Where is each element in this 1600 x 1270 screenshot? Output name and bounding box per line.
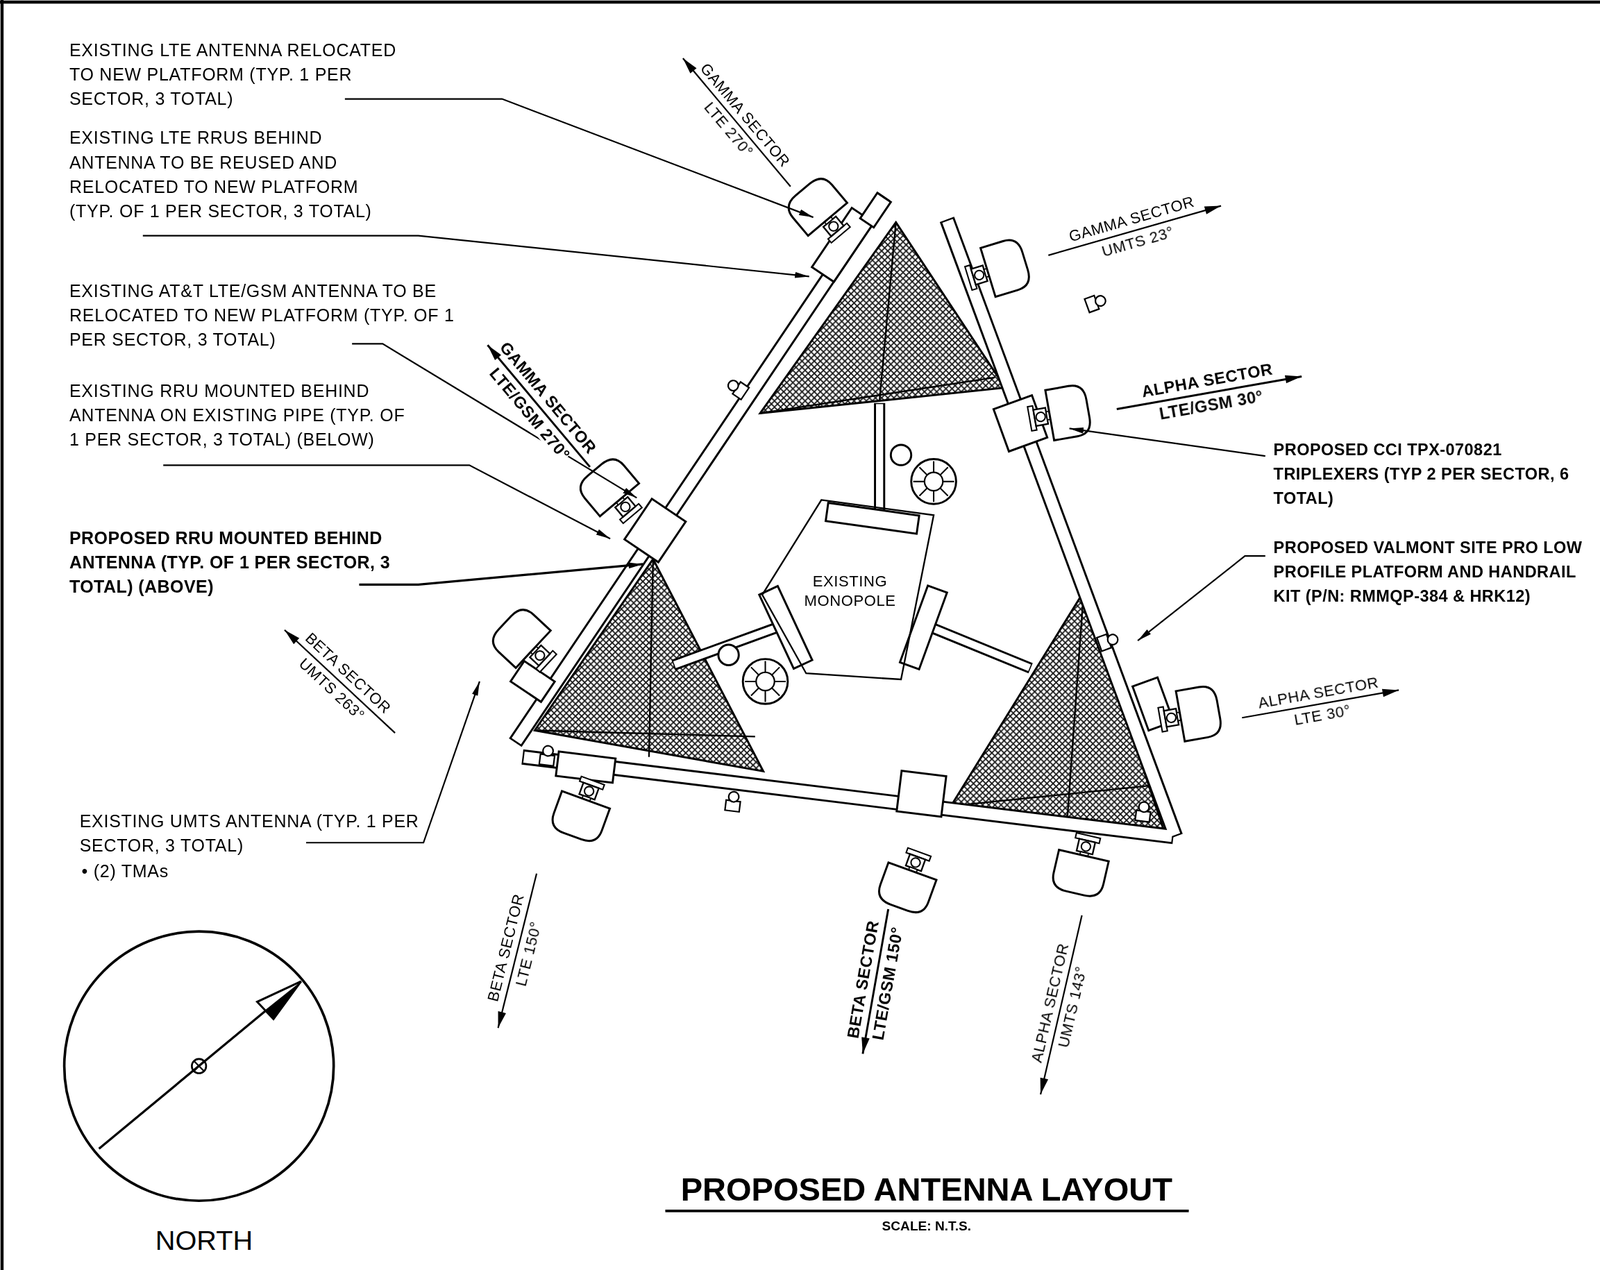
grating-panels <box>534 222 1164 829</box>
node-outline <box>760 497 940 684</box>
label-text: LTE 30° <box>1292 701 1353 729</box>
label-text: PROPOSED RRU MOUNTED BEHIND ANTENNA (TYP… <box>69 528 391 597</box>
antenna-symbols <box>487 173 1224 917</box>
label-text: • (2) TMAs <box>81 862 169 882</box>
label-text: EXISTING UMTS ANTENNA (TYP. 1 PER SECTOR… <box>79 812 420 856</box>
label-text: PROPOSED CCI TPX-070821 TRIPLEXERS (TYP … <box>1273 440 1570 508</box>
label-text: NORTH <box>155 1225 253 1257</box>
label-text: EXISTING RRU MOUNTED BEHIND ANTENNA ON E… <box>69 381 405 450</box>
label-text: EXISTING LTE RRUS BEHIND ANTENNA TO BE R… <box>69 128 373 222</box>
callout-note: PROPOSED VALMONT SITE PRO LOW PROFILE PL… <box>1273 535 1595 610</box>
sector-arrows <box>281 55 1400 1096</box>
callout-note: EXISTING LTE ANTENNA RELOCATED TO NEW PL… <box>69 38 425 113</box>
node-label: EXISTING MONOPOLE <box>798 571 901 611</box>
platform-pipes-fill <box>516 197 1176 837</box>
callout-note: PROPOSED CCI TPX-070821 TRIPLEXERS (TYP … <box>1273 438 1595 512</box>
callout-note: EXISTING RRU MOUNTED BEHIND ANTENNA ON E… <box>69 379 407 454</box>
callout-note: • (2) TMAs <box>81 860 286 885</box>
callout-note: PROPOSED RRU MOUNTED BEHIND ANTENNA (TYP… <box>69 526 417 601</box>
node-text-group: EXISTING MONOPOLE <box>760 497 940 684</box>
label-text: EXISTING LTE ANTENNA RELOCATED TO NEW PL… <box>69 40 397 109</box>
tma-units <box>718 444 957 704</box>
monopole-shape <box>762 499 934 680</box>
north-label: NORTH <box>155 1226 253 1258</box>
equipment-boxes <box>510 192 1174 818</box>
platform-pipes-outline <box>515 195 1176 837</box>
drawing-title: PROPOSED ANTENNA LAYOUT <box>680 1171 1173 1210</box>
scale-note: SCALE: N.T.S. <box>882 1219 972 1235</box>
callout-note: EXISTING LTE RRUS BEHIND ANTENNA TO BE R… <box>69 126 389 225</box>
label-text: PROPOSED VALMONT SITE PRO LOW PROFILE PL… <box>1273 538 1583 606</box>
monopole-outline: EXISTING MONOPOLE <box>760 497 940 684</box>
callout-note: EXISTING AT&T LTE/GSM ANTENNA TO BE RELO… <box>69 279 478 354</box>
label-text: EXISTING AT&T LTE/GSM ANTENNA TO BE RELO… <box>69 281 455 350</box>
north-arrow <box>64 931 334 1201</box>
pipe-clamps <box>539 292 1152 822</box>
callout-note: EXISTING UMTS ANTENNA (TYP. 1 PER SECTOR… <box>79 810 432 860</box>
title-underline <box>664 1209 1189 1213</box>
sector-label: LTE 30° <box>1292 701 1352 729</box>
